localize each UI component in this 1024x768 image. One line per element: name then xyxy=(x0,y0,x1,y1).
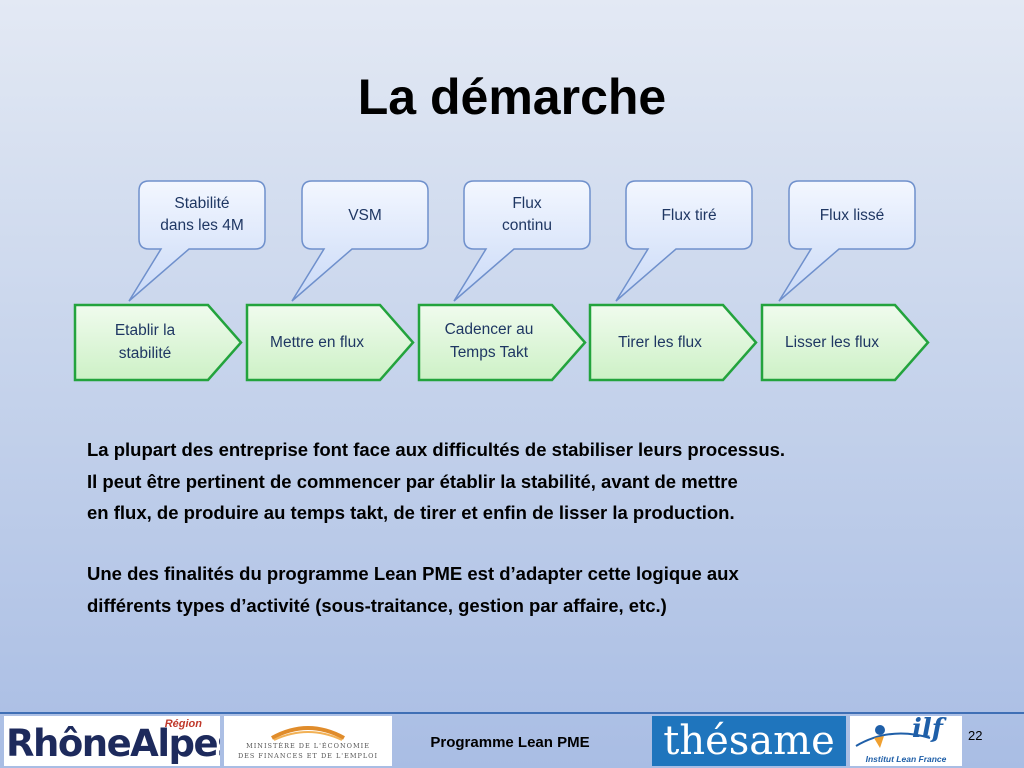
slide-title: La démarche xyxy=(357,69,667,125)
step-chevron-shape xyxy=(417,303,587,382)
logo-rhone-main-text: RhôneAlpes xyxy=(6,722,220,765)
callout-line: Flux tiré xyxy=(661,207,717,224)
step-line: Lisser les flux xyxy=(785,333,879,351)
callout-text: Flux continu xyxy=(464,181,590,249)
step-chevron-shape xyxy=(245,303,415,382)
step-text: Mettre en flux xyxy=(246,304,388,380)
ministere-line-1: MINISTÈRE DE L'ÉCONOMIE xyxy=(246,742,370,750)
callout-text: Flux lissé xyxy=(789,181,915,249)
step-text: Cadencer au Temps Takt xyxy=(418,304,560,378)
logo-thesame: thésame xyxy=(652,716,846,766)
ilf-swoosh-icon xyxy=(855,725,931,748)
footer-program-label: Programme Lean PME xyxy=(430,733,590,751)
callout-shape xyxy=(615,180,753,302)
step-line: Etablir la xyxy=(114,322,176,339)
callout-text: VSM xyxy=(302,181,428,249)
callout-line: VSM xyxy=(348,207,382,224)
callout-text: Stabilité dans les 4M xyxy=(139,181,265,249)
step-line: Temps Takt xyxy=(449,344,529,361)
step-line: Tirer les flux xyxy=(618,333,702,351)
callout-line: Stabilité xyxy=(174,195,230,212)
logo-institut-lean-france: ilf Institut Lean France xyxy=(850,716,962,766)
logo-ministere: MINISTÈRE DE L'ÉCONOMIE DES FINANCES ET … xyxy=(224,716,392,766)
callout-shape xyxy=(453,180,591,302)
callout-text: Flux tiré xyxy=(626,181,752,249)
callout-line: dans les 4M xyxy=(160,217,244,234)
ilf-logo-text: ilf xyxy=(912,716,943,744)
callout-shape xyxy=(778,180,916,302)
callout-shape xyxy=(128,180,266,302)
step-text: Etablir la stabilité xyxy=(74,304,216,380)
paragraph-1: La plupart des entreprise font face aux … xyxy=(87,434,927,529)
ilf-logo-subtext: Institut Lean France xyxy=(865,754,947,764)
paragraph-line: La plupart des entreprise font face aux … xyxy=(87,439,786,460)
step-chevron-shape xyxy=(588,303,758,382)
step-line: stabilité xyxy=(118,345,172,362)
step-chevron-shape xyxy=(73,303,243,382)
step-text: Lisser les flux xyxy=(761,304,903,380)
step-chevron-shape xyxy=(760,303,930,382)
logo-thesame-text: thésame xyxy=(663,718,835,764)
ministere-line-2: DES FINANCES ET DE L'EMPLOI xyxy=(237,752,379,760)
callout-line: Flux lissé xyxy=(819,207,885,224)
paragraph-2: Une des finalités du programme Lean PME … xyxy=(87,558,927,621)
step-line: Mettre en flux xyxy=(270,333,364,351)
step-text: Tirer les flux xyxy=(589,304,731,380)
logo-rhone-alpes: Région RhôneAlpes xyxy=(4,716,220,766)
paragraph-line: différents types d’activité (sous-traita… xyxy=(87,594,667,616)
paragraph-line: en flux, de produire au temps takt, de t… xyxy=(87,502,735,523)
callout-shape xyxy=(291,180,429,302)
step-line: Cadencer au xyxy=(444,321,534,338)
paragraph-line: Il peut être pertinent de commencer par … xyxy=(87,470,738,492)
page-number: 22 xyxy=(968,728,983,743)
footer-divider xyxy=(0,712,1024,714)
paragraph-line: Une des finalités du programme Lean PME … xyxy=(87,563,739,584)
callout-line: Flux xyxy=(512,195,542,212)
callout-line: continu xyxy=(502,217,552,234)
ministere-arc-icon xyxy=(271,726,345,741)
logo-rhone-region-text: Région xyxy=(164,718,202,730)
